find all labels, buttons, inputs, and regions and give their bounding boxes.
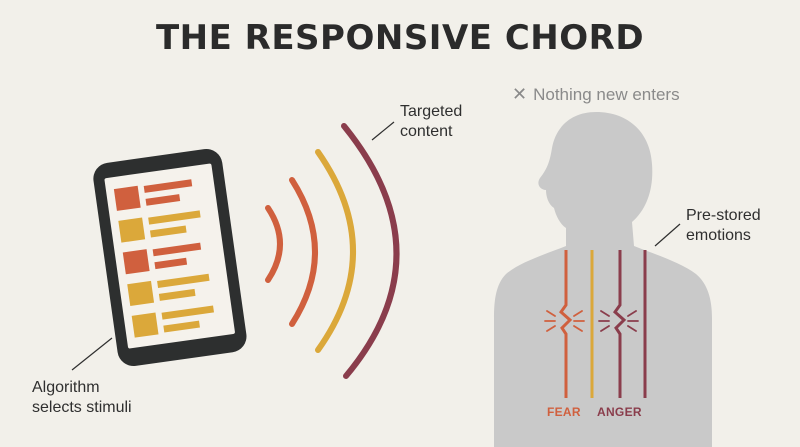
content-block <box>131 312 159 338</box>
content-line <box>154 257 188 270</box>
content-block <box>127 280 155 306</box>
emotion-lines <box>558 250 647 398</box>
content-line <box>158 288 196 301</box>
content-line <box>161 305 215 320</box>
pre-stored-line2: emotions <box>686 227 751 244</box>
screen-content-rows <box>113 179 215 338</box>
targeted-content-line1: Targeted <box>400 103 463 120</box>
algorithm-line1: Algorithm <box>32 379 100 396</box>
diagram-title: THE RESPONSIVE CHORD <box>155 18 645 58</box>
pre-stored-line1: Pre-stored <box>686 207 761 224</box>
targeted-content-line2: content <box>400 123 453 140</box>
content-block <box>118 217 146 243</box>
pre-stored-emotions-label: Pre-stored emotions <box>686 206 761 246</box>
content-line <box>143 179 193 193</box>
content-line <box>163 320 200 333</box>
anger-line <box>612 250 627 398</box>
nothing-new-label: ✕ Nothing new enters <box>512 84 680 105</box>
content-line <box>148 210 201 225</box>
content-block <box>122 249 150 275</box>
wave-third <box>315 149 356 353</box>
fear-line <box>558 250 573 398</box>
close-icon: ✕ <box>512 84 528 104</box>
human-silhouette-icon <box>494 112 712 447</box>
wave-inner <box>265 205 283 283</box>
content-block <box>113 185 141 211</box>
content-line <box>157 273 210 288</box>
leader-line-emotions <box>654 223 681 247</box>
lightning-icon <box>544 310 639 332</box>
content-line <box>152 242 202 257</box>
algorithm-line2: selects stimuli <box>32 399 132 416</box>
nothing-new-text: Nothing new enters <box>533 85 680 104</box>
anger-label: ANGER <box>597 405 642 419</box>
algorithm-label: Algorithm selects stimuli <box>32 378 132 418</box>
content-line <box>149 225 187 238</box>
wave-second <box>289 177 318 327</box>
fear-label: FEAR <box>547 405 581 419</box>
targeted-content-label: Targeted content <box>400 102 462 142</box>
smartphone-icon <box>93 149 247 366</box>
leader-line-algorithm <box>71 337 113 371</box>
signal-waves-icon <box>265 123 400 379</box>
content-line <box>145 194 181 206</box>
leader-line-targeted <box>371 121 395 141</box>
person-body <box>494 112 712 447</box>
wave-outer <box>341 123 400 379</box>
